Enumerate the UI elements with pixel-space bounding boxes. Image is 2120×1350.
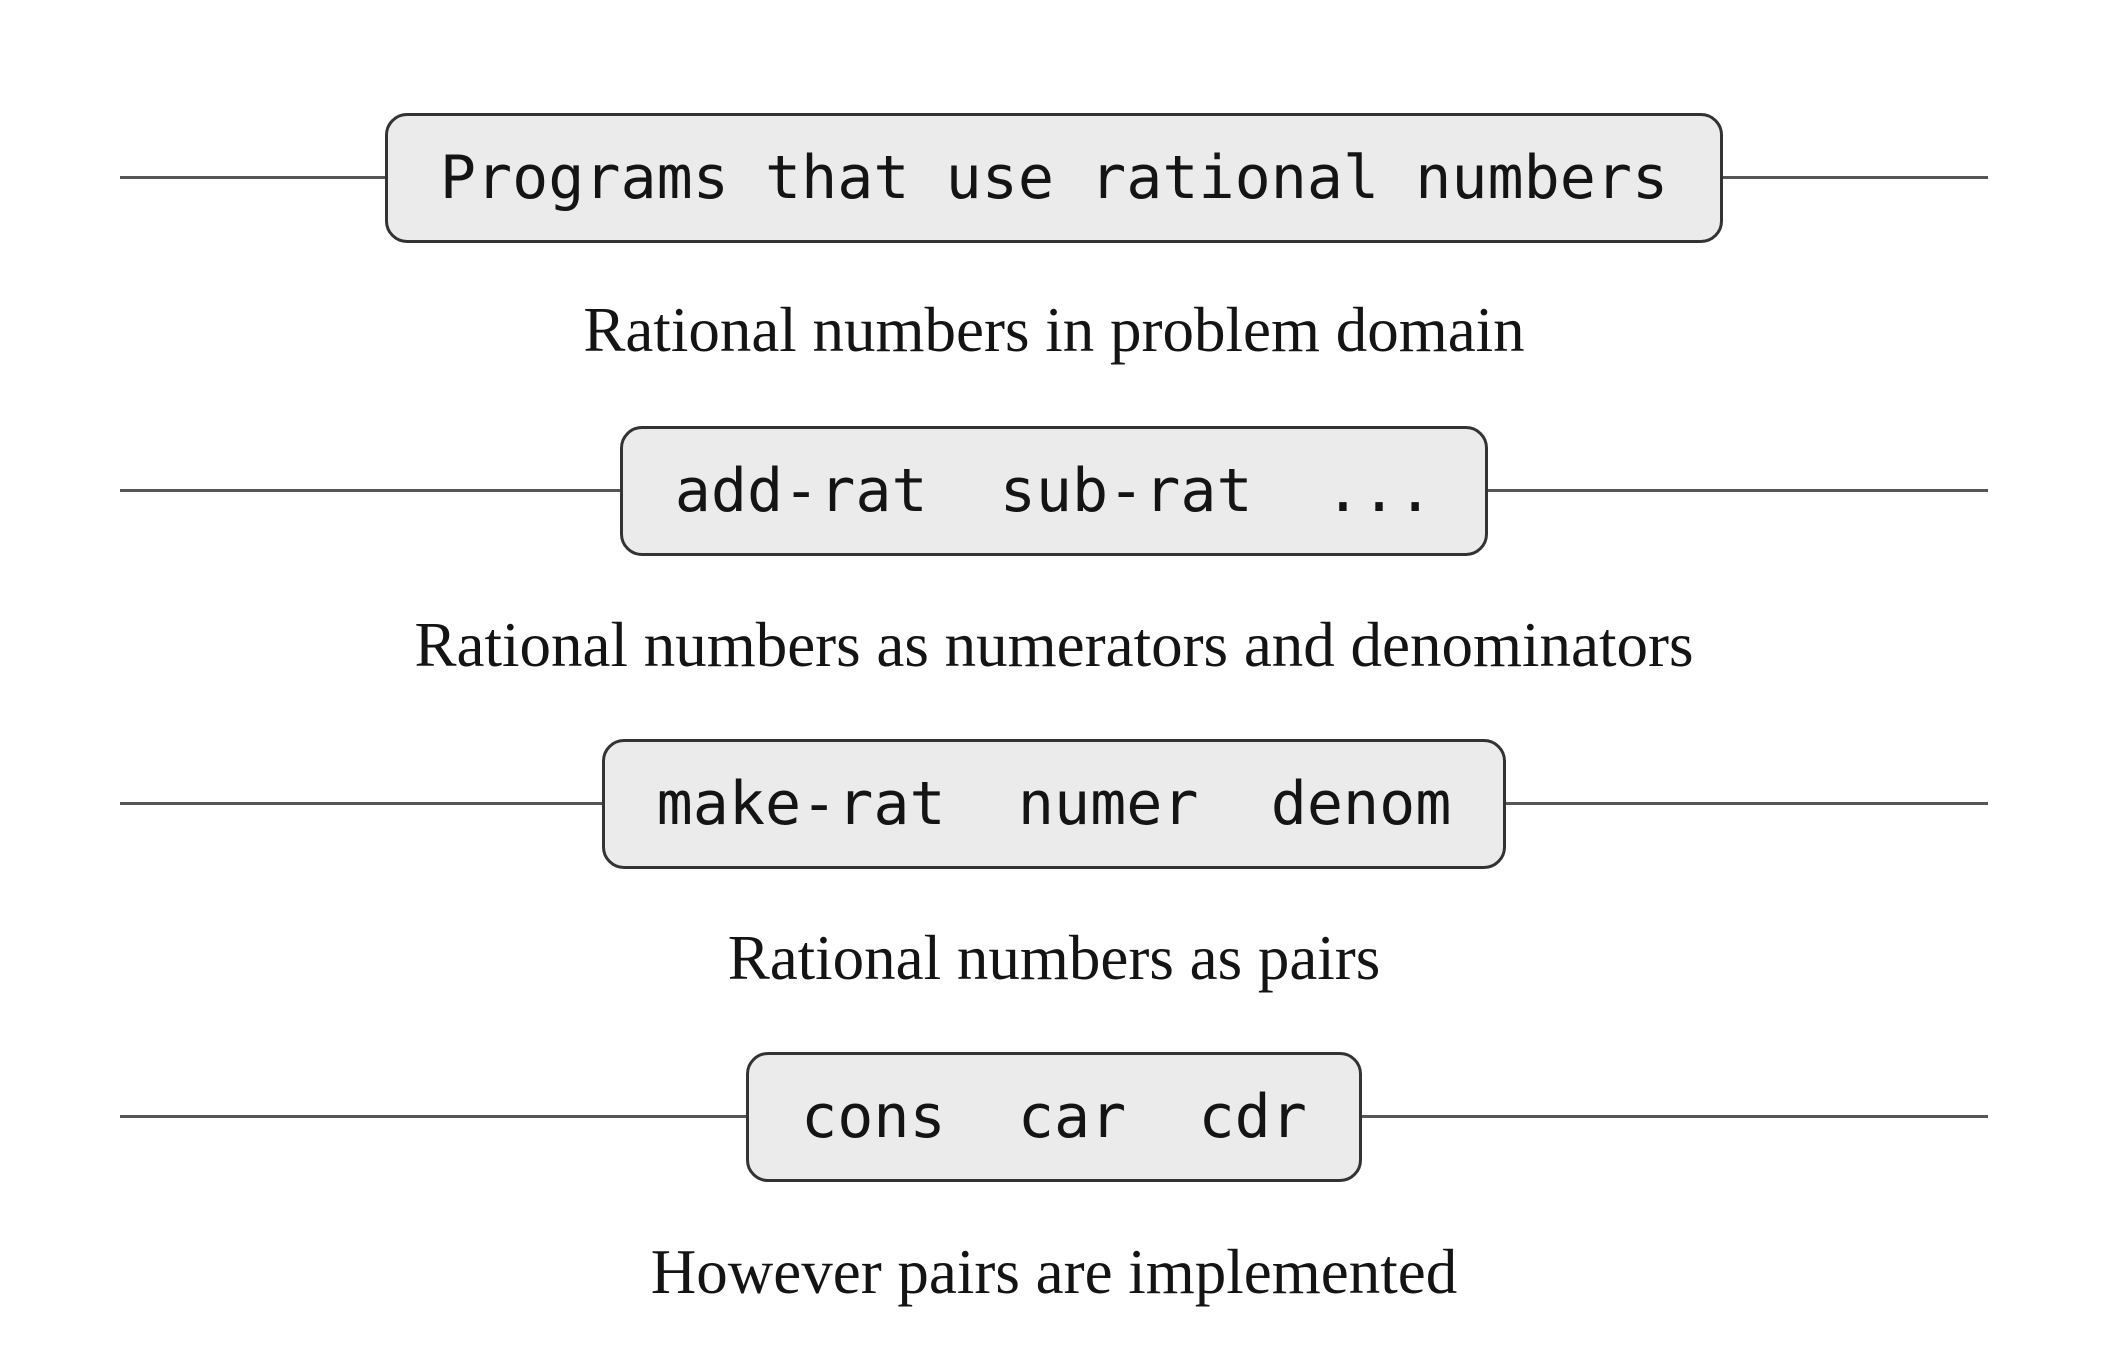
interface-box-rat-ops: add-rat sub-rat ... <box>619 426 1489 556</box>
barrier-row-rat-ops: add-rat sub-rat ... <box>120 423 1988 559</box>
caption-numerators-denominators: Rational numbers as numerators and denom… <box>414 610 1694 680</box>
interface-box-pairs: cons car cdr <box>746 1052 1362 1182</box>
interface-box-programs: Programs that use rational numbers <box>384 113 1724 243</box>
interface-box-text: Programs that use rational numbers <box>439 143 1669 213</box>
caption-problem-domain: Rational numbers in problem domain <box>583 295 1525 365</box>
interface-box-text: cons car cdr <box>801 1082 1307 1152</box>
barrier-row-programs: Programs that use rational numbers <box>120 110 1988 246</box>
barrier-row-pairs: cons car cdr <box>120 1049 1988 1185</box>
barrier-row-constructors: make-rat numer denom <box>120 736 1988 872</box>
caption-pairs-implementation: However pairs are implemented <box>650 1237 1458 1307</box>
interface-box-constructors: make-rat numer denom <box>601 739 1507 869</box>
interface-box-text: add-rat sub-rat ... <box>674 456 1434 526</box>
interface-box-text: make-rat numer denom <box>656 769 1452 839</box>
caption-pairs: Rational numbers as pairs <box>727 923 1381 993</box>
